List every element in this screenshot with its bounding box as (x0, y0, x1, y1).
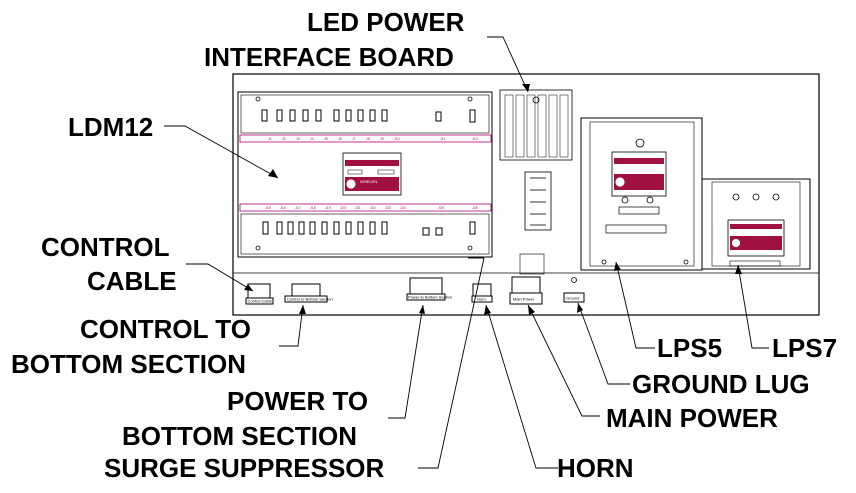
control-cable-terminal-label: Control Cable (248, 299, 273, 304)
led-board-terminals (504, 94, 569, 158)
ldm12-decal: WHELEN (342, 152, 402, 196)
ldm12-brand: WHELEN (360, 179, 377, 184)
ldm12-label-j13: J15 (265, 206, 271, 210)
callout-control-to-bottom-line1: CONTROL TO (80, 314, 251, 344)
ldm12-label-j7: J7 (352, 137, 356, 141)
ldm12-label-j3: J3 (296, 137, 300, 141)
ldm12-label-j16: J18 (310, 206, 316, 210)
callout-ground-lug: GROUND LUG (632, 369, 810, 399)
horn-terminal-label: Horn (477, 297, 486, 302)
callout-lps5: LPS5 (657, 333, 722, 363)
leader-lines (164, 36, 769, 469)
ground-lug-label: Ground (566, 296, 579, 301)
control-to-bottom-terminal: Control to Bottom Section (284, 283, 333, 303)
ldm12-label-j24: J26 (472, 206, 478, 210)
power-to-bottom-terminal: Power to Bottom Section (406, 277, 452, 301)
power-to-bottom-terminal-label: Power to Bottom Section (408, 295, 452, 300)
ground-lug: Ground (563, 277, 585, 303)
ldm12-label-j17: J19 (325, 206, 331, 210)
ldm12-top-connectors (261, 109, 476, 123)
ldm12-bottom-label-strip (239, 203, 492, 212)
callout-main-power: MAIN POWER (606, 403, 778, 433)
callout-ldm12: LDM12 (68, 112, 153, 142)
led-power-interface-board (499, 89, 573, 231)
ldm12-module: J1 J2 J3 J4 J5 J6 J7 J8 J9 J10 J11 J12 W… (237, 91, 493, 258)
ldm12-label-j5: J5 (324, 137, 328, 141)
control-to-bottom-terminal-label: Control to Bottom Section (287, 297, 333, 302)
ldm12-label-j23: J25 (438, 206, 444, 210)
callout-power-to-bottom-line2: BOTTOM SECTION (122, 421, 357, 451)
main-power-terminal: Main Power (509, 253, 545, 305)
ldm12-label-j19: J21 (355, 206, 361, 210)
callout-lps7: LPS7 (772, 333, 837, 363)
callout-control-cable-line2: CABLE (87, 266, 177, 296)
ldm12-label-j8: J8 (366, 137, 370, 141)
ldm12-label-j10: J10 (394, 137, 400, 141)
ldm12-label-j12: J12 (472, 137, 478, 141)
ldm12-top-label-strip (239, 134, 492, 143)
ldm12-label-j21: J23 (385, 206, 391, 210)
callout-power-to-bottom-line1: POWER TO (227, 386, 368, 416)
fuse-block (524, 171, 552, 231)
lps7-module (701, 178, 811, 270)
control-cable-terminal: Control Cable (245, 283, 274, 305)
ldm12-bottom-connectors (262, 221, 476, 236)
callout-control-cable-line1: CONTROL (41, 232, 170, 262)
ldm12-label-j2: J2 (282, 137, 286, 141)
lps5-module (580, 117, 703, 271)
callout-led-power-line1: LED POWER (307, 7, 465, 37)
callout-surge-suppressor: SURGE SUPPRESSOR (104, 453, 385, 483)
ldm12-label-j6: J6 (338, 137, 342, 141)
ldm12-label-j22: J24 (400, 206, 406, 210)
main-power-terminal-label: Main Power (513, 297, 535, 302)
ldm12-label-j9: J9 (380, 137, 384, 141)
ldm12-label-j4: J4 (310, 137, 314, 141)
callout-control-to-bottom-line2: BOTTOM SECTION (11, 349, 246, 379)
ldm12-label-j14: J16 (280, 206, 286, 210)
ldm12-label-j18: J20 (340, 206, 346, 210)
ldm12-label-j15: J17 (295, 206, 301, 210)
callout-led-power-line2: INTERFACE BOARD (204, 42, 454, 72)
ldm12-label-j11: J11 (440, 137, 445, 141)
ldm12-label-j1: J1 (268, 137, 272, 141)
callout-horn: HORN (557, 453, 634, 483)
ldm12-label-j20: J22 (370, 206, 376, 210)
